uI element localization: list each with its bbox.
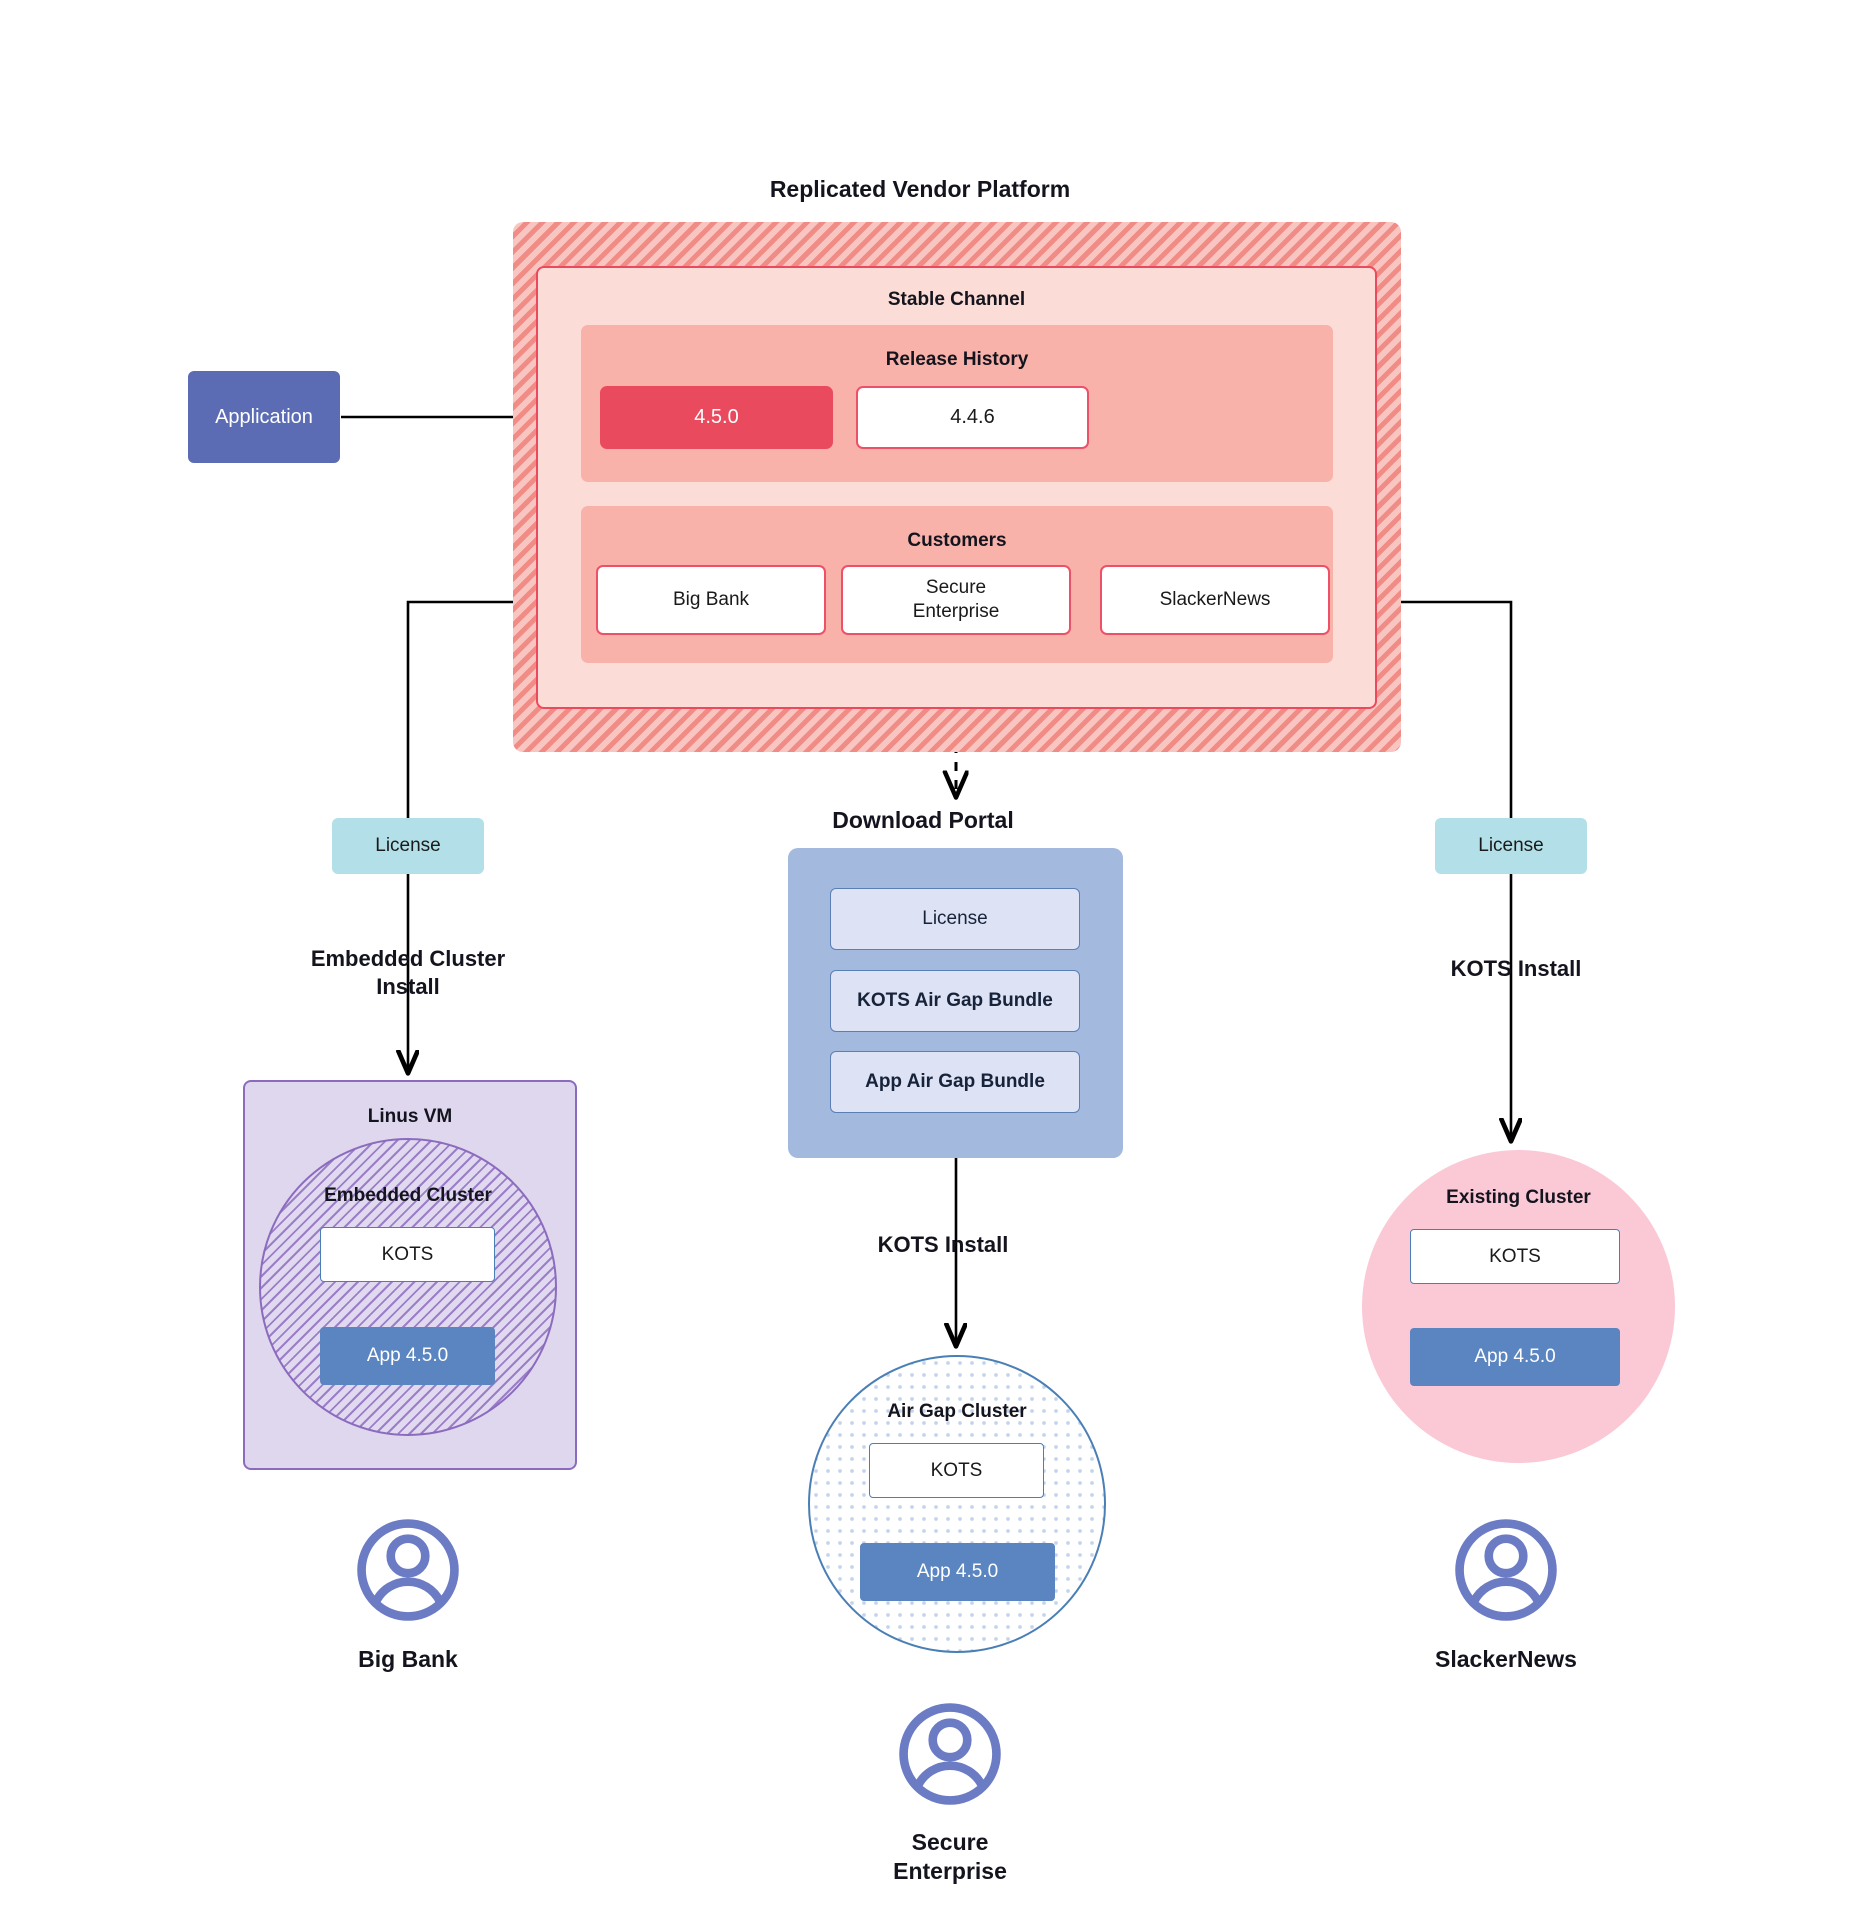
linux-vm-title: Linus VM [367,1106,453,1127]
persona-name-slackernews: SlackerNews [1435,1646,1577,1672]
license-node-right[interactable]: License [1435,818,1587,874]
persona-name-secure-enterprise: Secure Enterprise [893,1829,1007,1884]
step-label-embedded-cluster-install: Embedded Cluster Install [310,946,506,999]
user-circle-icon [1455,1519,1557,1621]
step-label-kots-install-right: KOTS Install [1450,956,1582,981]
existing-cluster-app-node[interactable]: App 4.5.0 [1410,1328,1620,1386]
customer-chip-big-bank[interactable]: Big Bank [596,565,826,635]
air-gap-cluster-kots-node[interactable]: KOTS [869,1443,1044,1498]
release-chip-current[interactable]: 4.5.0 [600,386,833,449]
stable-channel-title: Stable Channel [887,289,1026,310]
release-history-title: Release History [885,349,1029,370]
embedded-cluster-circle [259,1138,557,1436]
customer-chip-secure-enterprise[interactable]: Secure Enterprise [841,565,1071,635]
embedded-cluster-app-node[interactable]: App 4.5.0 [320,1327,495,1385]
application-node[interactable]: Application [188,371,340,463]
portal-item-label: KOTS Air Gap Bundle [857,990,1053,1011]
portal-item-kots-air-gap-bundle[interactable]: KOTS Air Gap Bundle [830,970,1080,1032]
customers-title: Customers [907,530,1007,551]
embedded-cluster-kots-node[interactable]: KOTS [320,1227,495,1282]
portal-item-label: License [922,908,988,929]
user-circle-icon [899,1703,1001,1805]
step-label-kots-install-middle: KOTS Install [877,1232,1009,1257]
air-gap-cluster-app-node[interactable]: App 4.5.0 [860,1543,1055,1601]
existing-cluster-circle [1362,1150,1675,1463]
license-node-left[interactable]: License [332,818,484,874]
download-portal-title: Download Portal [832,807,1014,833]
portal-item-app-air-gap-bundle[interactable]: App Air Gap Bundle [830,1051,1080,1113]
portal-item-label: App Air Gap Bundle [865,1071,1045,1092]
portal-item-license[interactable]: License [830,888,1080,950]
platform-title: Replicated Vendor Platform [769,176,1071,202]
release-chip-previous[interactable]: 4.4.6 [856,386,1089,449]
user-circle-icon [357,1519,459,1621]
air-gap-cluster-circle [808,1355,1106,1653]
existing-cluster-kots-node[interactable]: KOTS [1410,1229,1620,1284]
embedded-cluster-title: Embedded Cluster [324,1185,492,1206]
persona-name-big-bank: Big Bank [358,1646,458,1672]
existing-cluster-title: Existing Cluster [1446,1187,1591,1208]
air-gap-cluster-title: Air Gap Cluster [887,1401,1027,1422]
customer-chip-slackernews[interactable]: SlackerNews [1100,565,1330,635]
